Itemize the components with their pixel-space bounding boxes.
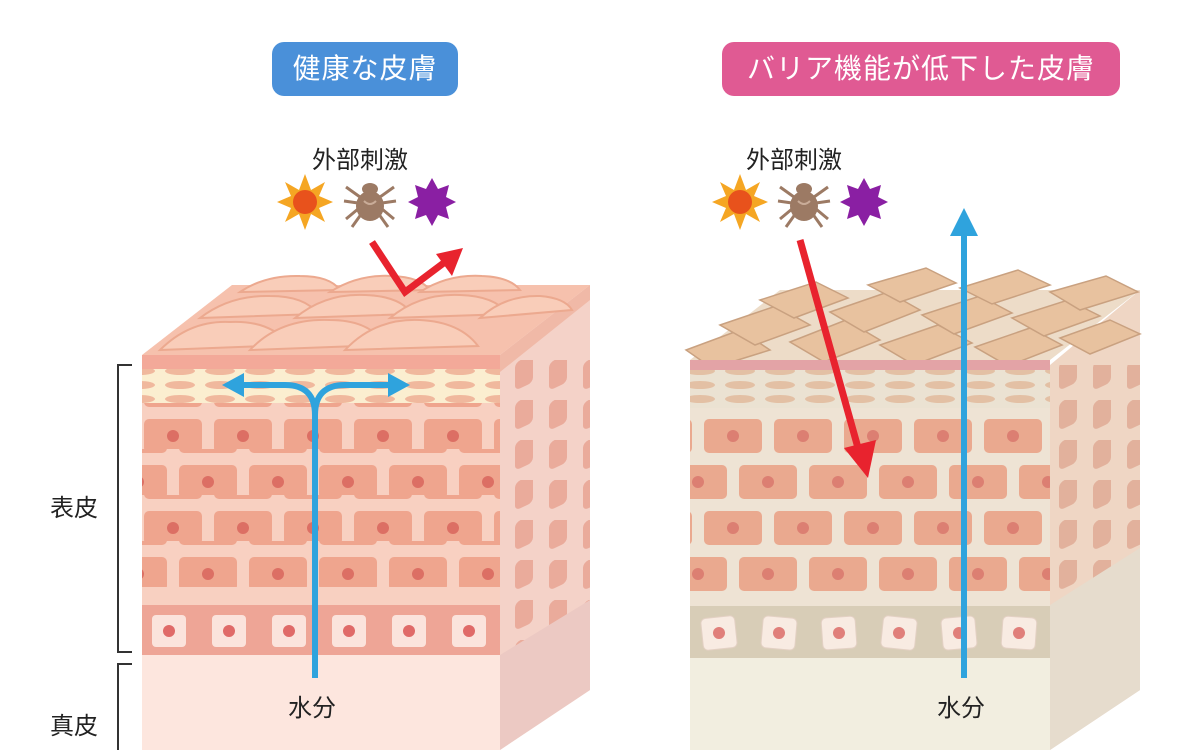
epidermis-label: 表皮 [50, 494, 98, 522]
epidermis-bracket [117, 364, 132, 653]
water-arrow-head-right [388, 373, 410, 397]
stimulus-penetrating-arrow [796, 239, 876, 478]
right-water-label: 水分 [937, 694, 985, 722]
left-stimulus-label: 外部刺激 [312, 146, 408, 174]
water-escaping-arrow [950, 208, 978, 678]
healthy-skin-title: 健康な皮膚 [272, 42, 458, 96]
allergen-icon [408, 178, 456, 226]
left-water-label: 水分 [288, 694, 336, 722]
water-retained-arrow [240, 382, 392, 678]
sun-icon [712, 174, 768, 230]
damaged-skin-title: バリア機能が低下した皮膚 [722, 42, 1120, 96]
healthy-skin-block [142, 274, 590, 750]
damaged-skin-block [684, 267, 1142, 750]
allergen-icon [840, 178, 888, 226]
sun-icon [277, 174, 333, 230]
dermis-bracket [117, 663, 132, 750]
mite-icon [343, 183, 397, 228]
stimulus-reflected-arrow [369, 240, 463, 298]
water-arrow-head-left [222, 373, 244, 397]
dermis-label: 真皮 [50, 712, 98, 740]
right-stimulus-label: 外部刺激 [746, 146, 842, 174]
mite-icon [777, 183, 831, 228]
